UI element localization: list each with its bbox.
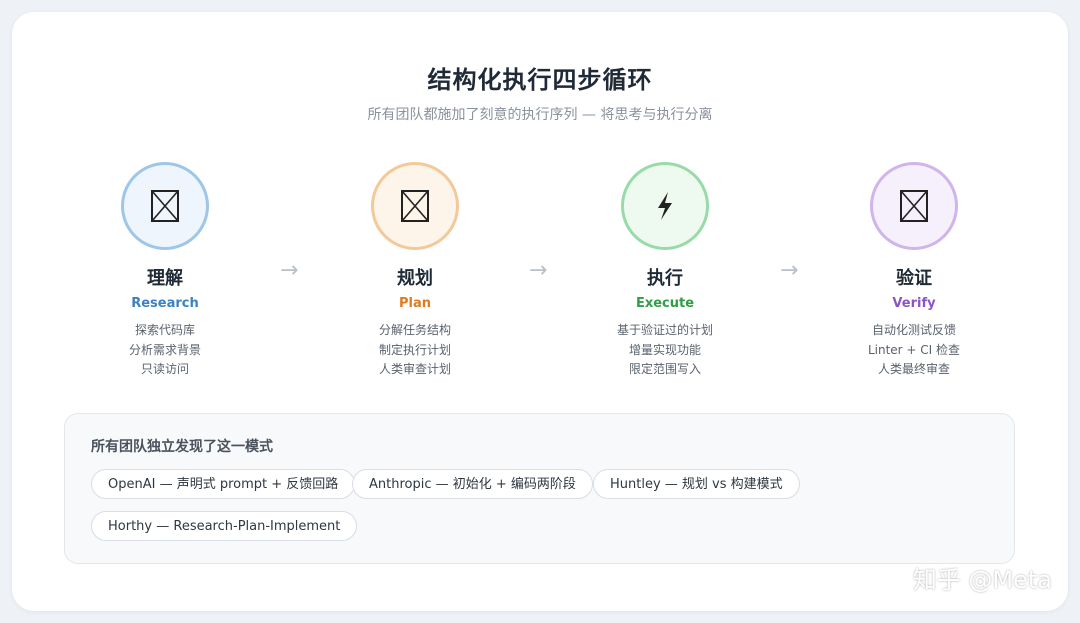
page-subtitle: 所有团队都施加了刻意的执行序列 — 将思考与执行分离 [367,107,713,123]
step-line: 人类审查计划 [378,362,451,376]
step-verify-lines: 自动化测试反馈 Linter + CI 检查 人类最终审查 [819,321,1009,380]
step-line: 人类最终审查 [877,362,950,376]
lightning-icon [658,192,672,220]
step-research: 理解 Research 探索代码库 分析需求背景 只读访问 [70,162,260,380]
box-cross-icon [900,190,928,222]
step-execute-circle [621,162,709,250]
watermark: 知乎 @Meta [912,566,1052,594]
step-execute-en: Execute [635,296,695,311]
box-cross-icon [401,190,429,222]
step-line: 基于验证过的计划 [616,323,713,337]
step-line: 限定范围写入 [628,362,701,376]
step-verify-en: Verify [892,296,936,311]
step-execute-name: 执行 [647,268,683,289]
teams-panel: 所有团队独立发现了这一模式 OpenAI — 声明式 prompt + 反馈回路… [64,413,1015,564]
box-cross-icon [151,190,179,222]
page-title: 结构化执行四步循环 [427,66,653,94]
panel-title: 所有团队独立发现了这一模式 [91,439,273,455]
step-research-name: 理解 [147,268,183,289]
arrow-right-icon: → [280,258,299,283]
step-line: 探索代码库 [134,323,195,337]
step-line: 分析需求背景 [128,342,201,357]
team-chip-horthy: Horthy — Research-Plan-Implement [91,511,358,541]
step-line: 只读访问 [140,362,189,376]
step-plan: 规划 Plan 分解任务结构 制定执行计划 人类审查计划 [320,162,510,380]
team-chip-anthropic: Anthropic — 初始化 + 编码两阶段 [352,469,593,499]
step-plan-name: 规划 [397,268,433,289]
team-chip-openai: OpenAI — 声明式 prompt + 反馈回路 [91,469,356,499]
step-plan-lines: 分解任务结构 制定执行计划 人类审查计划 [320,321,510,380]
step-execute-lines: 基于验证过的计划 增量实现功能 限定范围写入 [570,321,760,380]
step-plan-en: Plan [398,296,431,311]
step-line: Linter + CI 检查 [867,342,961,357]
step-line: 制定执行计划 [378,342,451,357]
step-line: 分解任务结构 [378,323,451,337]
step-verify: 验证 Verify 自动化测试反馈 Linter + CI 检查 人类最终审查 [819,162,1009,380]
step-execute: 执行 Execute 基于验证过的计划 增量实现功能 限定范围写入 [570,162,760,380]
step-line: 增量实现功能 [628,342,701,357]
step-line: 自动化测试反馈 [871,323,956,337]
step-research-circle [121,162,209,250]
step-verify-circle [870,162,958,250]
arrow-right-icon: → [780,258,799,283]
team-chip-huntley: Huntley — 规划 vs 构建模式 [593,469,800,499]
step-verify-name: 验证 [896,268,932,289]
step-research-en: Research [131,296,199,311]
arrow-right-icon: → [529,258,548,283]
step-plan-circle [371,162,459,250]
step-research-lines: 探索代码库 分析需求背景 只读访问 [70,321,260,380]
